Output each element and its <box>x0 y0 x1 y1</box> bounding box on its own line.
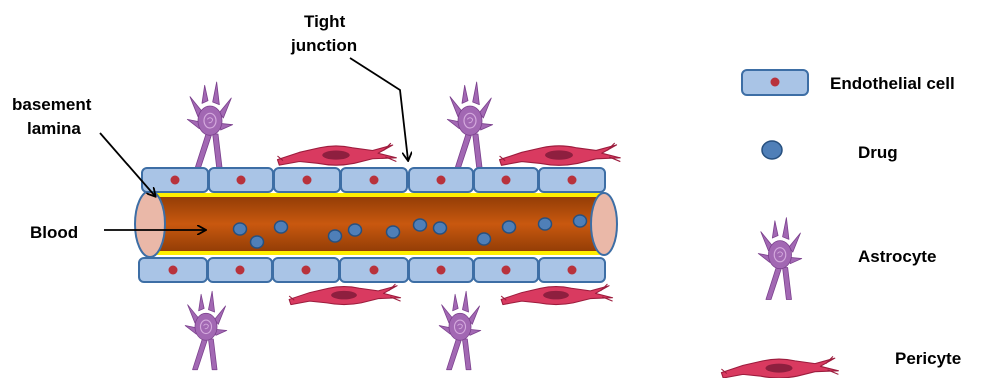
tight-junction-label: Tight <box>304 12 346 31</box>
drug-particle <box>387 226 400 238</box>
basement-lamina-bottom <box>150 251 606 255</box>
legend-drug-label: Drug <box>858 143 898 162</box>
drug-particle-icon <box>762 141 782 159</box>
drug-particle <box>349 224 362 236</box>
pericyte-icon <box>277 143 396 165</box>
drug-particle <box>275 221 288 233</box>
astrocyte-icon <box>758 218 802 300</box>
astrocyte-icon <box>185 291 227 370</box>
astrocyte-icon <box>447 82 492 167</box>
nucleus <box>568 266 577 275</box>
nucleus <box>502 176 511 185</box>
tight-junction-label: junction <box>290 36 357 55</box>
drug-particle <box>329 230 342 242</box>
legend-pericyte-label: Pericyte <box>895 349 961 368</box>
pericyte-icon <box>501 284 612 305</box>
nucleus <box>568 176 577 185</box>
drug-particle <box>234 223 247 235</box>
nucleus <box>236 266 245 275</box>
drug-particle <box>251 236 264 248</box>
nucleus <box>771 78 780 87</box>
legend-endothelial-label: Endothelial cell <box>830 74 955 93</box>
nucleus <box>370 176 379 185</box>
nucleus <box>303 176 312 185</box>
drug-particle <box>434 222 447 234</box>
drug-particle <box>574 215 587 227</box>
astrocyte-icon <box>439 291 481 370</box>
nucleus <box>437 176 446 185</box>
basement-lamina-label: basement <box>12 95 92 114</box>
tight-junction-arrow <box>350 58 408 160</box>
drug-particle <box>539 218 552 230</box>
astrocyte-icon <box>187 82 232 167</box>
drug-particle <box>414 219 427 231</box>
pericyte-icon <box>500 143 621 165</box>
nucleus <box>370 266 379 275</box>
nucleus <box>171 176 180 185</box>
basement-lamina-arrow <box>100 133 155 196</box>
drug-particle <box>478 233 491 245</box>
basement-lamina-top <box>150 193 606 197</box>
basement-lamina-label: lamina <box>27 119 81 138</box>
vessel-end-left <box>135 191 165 257</box>
pericyte-icon <box>721 356 838 378</box>
nucleus <box>237 176 246 185</box>
blood-label: Blood <box>30 223 78 242</box>
pericyte-icon <box>289 284 400 305</box>
nucleus <box>437 266 446 275</box>
nucleus <box>502 266 511 275</box>
vessel-end-right <box>591 193 617 255</box>
nucleus <box>169 266 178 275</box>
nucleus <box>302 266 311 275</box>
blood-channel <box>150 193 606 255</box>
legend-astrocyte-label: Astrocyte <box>858 247 936 266</box>
drug-particle <box>503 221 516 233</box>
